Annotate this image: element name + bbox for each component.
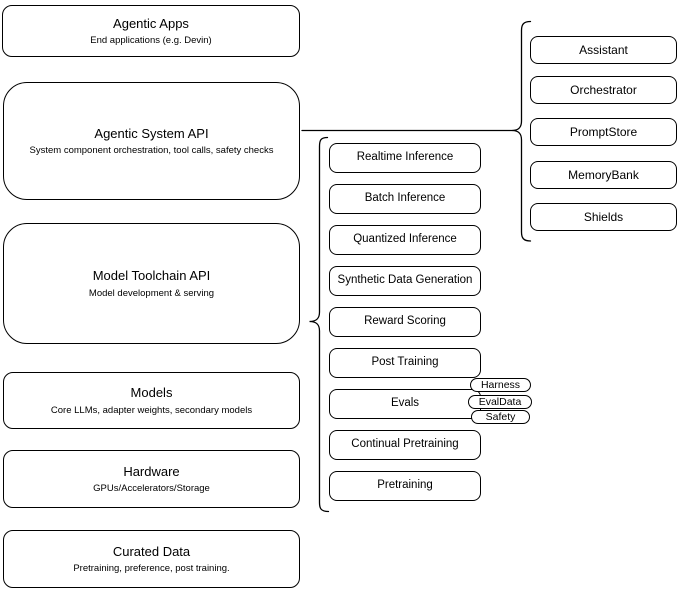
toolchain-item-batch-inference: Batch Inference	[329, 184, 481, 214]
toolchain-item-synthetic-data-generation: Synthetic Data Generation	[329, 266, 481, 296]
system-component-assistant: Assistant	[530, 36, 677, 64]
box-hardware: Hardware GPUs/Accelerators/Storage	[3, 450, 300, 508]
system-component-promptstore: PromptStore	[530, 118, 677, 146]
box-agentic-system-api: Agentic System API System component orch…	[3, 82, 300, 200]
toolchain-item-pretraining: Pretraining	[329, 471, 481, 501]
box-subtitle: Model development & serving	[88, 287, 215, 299]
toolchain-item-post-training: Post Training	[329, 348, 481, 378]
box-title: Agentic System API	[94, 125, 209, 141]
box-subtitle: Pretraining, preference, post training.	[73, 563, 230, 575]
box-subtitle: System component orchestration, tool cal…	[29, 145, 274, 157]
box-title: Model Toolchain API	[92, 268, 211, 283]
eval-tag-evaldata: EvalData	[468, 395, 532, 409]
box-subtitle: Core LLMs, adapter weights, secondary mo…	[50, 404, 253, 416]
system-components-bracket	[511, 20, 532, 242]
eval-tag-safety: Safety	[471, 410, 530, 424]
toolchain-item-realtime-inference: Realtime Inference	[329, 143, 481, 173]
box-agentic-apps: Agentic Apps End applications (e.g. Devi…	[2, 5, 300, 57]
box-models: Models Core LLMs, adapter weights, secon…	[3, 372, 300, 429]
box-model-toolchain-api: Model Toolchain API Model development & …	[3, 223, 300, 344]
toolchain-item-reward-scoring: Reward Scoring	[329, 307, 481, 337]
toolchain-item-evals: Evals	[329, 389, 481, 419]
box-curated-data: Curated Data Pretraining, preference, po…	[3, 530, 300, 588]
toolchain-item-continual-pretraining: Continual Pretraining	[329, 430, 481, 460]
system-component-orchestrator: Orchestrator	[530, 76, 677, 104]
eval-tag-harness: Harness	[470, 378, 531, 392]
box-title: Agentic Apps	[113, 15, 189, 31]
system-component-memorybank: MemoryBank	[530, 161, 677, 189]
system-component-shields: Shields	[530, 203, 677, 231]
box-title: Models	[130, 385, 173, 400]
box-title: Hardware	[123, 463, 180, 479]
box-subtitle: GPUs/Accelerators/Storage	[93, 483, 210, 495]
toolchain-item-quantized-inference: Quantized Inference	[329, 225, 481, 255]
toolchain-brace	[309, 136, 330, 513]
box-title: Curated Data	[112, 543, 191, 559]
box-subtitle: End applications (e.g. Devin)	[90, 35, 212, 47]
